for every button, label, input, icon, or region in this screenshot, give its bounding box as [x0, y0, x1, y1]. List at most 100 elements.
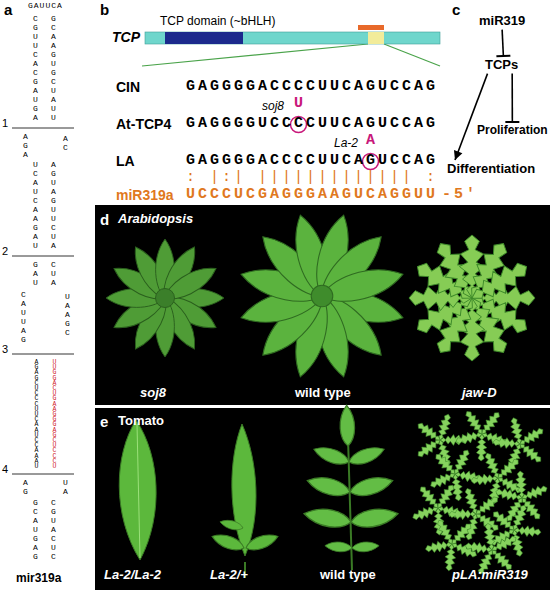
la2-homozygous-leaf-part: [119, 420, 156, 560]
gene-name: At-TCP4: [116, 116, 171, 132]
panel-letter: b: [100, 2, 109, 17]
pathway-term: miR319: [478, 12, 526, 30]
mutated-base: C: [294, 116, 306, 132]
soj8-rosette-part: [156, 289, 175, 308]
wild-type-compound-leaf-part: [324, 541, 352, 553]
pathway-term: Differentiation: [446, 160, 536, 178]
gene-name: LA: [116, 153, 135, 169]
target-sequence: UCCAG: [378, 153, 438, 169]
la2-homozygous-leaf-part: [137, 424, 140, 558]
gene-name: CIN: [116, 79, 140, 95]
pathway-term-text: miR319: [479, 13, 525, 29]
allele-name: La-2: [334, 137, 358, 149]
inhibition-connector: [496, 30, 510, 57]
photo-backgrounds-part: [95, 205, 550, 405]
panel-letter: e: [100, 414, 108, 429]
plant-label: La-2/+: [210, 568, 248, 581]
wild-type-compound-leaf-part: [352, 541, 380, 553]
panel-letter: a: [4, 2, 12, 17]
loop-sequence: AC: [62, 134, 69, 152]
loop-sequence: AG: [22, 478, 29, 496]
jaw-d-rosette: [409, 235, 535, 361]
species-name: Tomato: [118, 414, 164, 427]
gene-name: TCP: [112, 30, 140, 44]
pathway-term: TCPs: [484, 56, 519, 74]
mir319-overexpression-leaf: [407, 400, 550, 589]
callout-number: 3: [2, 344, 8, 355]
inhibition-connector: [505, 74, 519, 122]
wild-type-compound-leaf-part: [347, 443, 387, 468]
mutated-base: G: [366, 153, 378, 169]
callout-number: 2: [2, 246, 8, 257]
pathway-term-text: Proliferation: [477, 123, 548, 137]
plant-label: jaw-D: [462, 386, 497, 399]
substituted-base: A: [366, 133, 378, 149]
activation-connector: [454, 74, 488, 160]
stem-sequence: GCAAGUGCUAUU: [50, 14, 57, 122]
loop-sequence: UAAGC: [64, 292, 71, 337]
la2-homozygous-leaf: [119, 420, 156, 560]
arrow-head: [454, 150, 462, 160]
la2-heterozygous-leaf: [210, 424, 280, 578]
connector-line: [502, 30, 503, 56]
jaw-d-rosette-part: [466, 256, 533, 309]
connector-line: [511, 74, 513, 122]
wild-type-compound-leaf-part: [303, 505, 353, 530]
hairpin-markers-part: [12, 474, 74, 475]
wild-type-compound-leaf-part: [305, 473, 352, 500]
panel-letter: d: [100, 212, 109, 227]
stem-sequence: CUA: [50, 260, 57, 287]
la2-heterozygous-leaf-part: [210, 531, 246, 554]
wild-type-compound-leaf-part: [348, 473, 395, 500]
target-sequence: GAGGGGACCCCUUCAGUCCAG: [186, 79, 438, 95]
stem-sequence: AGAGCUCCCUUCAAUCCAAAU: [33, 360, 40, 469]
wild-type-rosette-part: [311, 285, 333, 307]
gene-model-part: [142, 44, 368, 66]
hairpin-name: mir319a: [16, 572, 61, 584]
mature-mirna-sequence: UUGGACUGAAGGGAGCUCCCU: [51, 360, 58, 469]
wild-type-compound-leaf: [303, 405, 400, 570]
la2-heterozygous-leaf-part: [232, 424, 256, 556]
loop-sequence: AGA: [22, 132, 29, 159]
loop-sequence: CAUUAG: [20, 290, 27, 344]
inhibition-head: [505, 121, 519, 123]
plant-label: wild type: [320, 568, 376, 581]
stem-sequence: CGUUCACGAUGA: [32, 14, 39, 122]
plant-label: pLA:miR319: [452, 568, 528, 581]
callout-number: 1: [2, 118, 8, 129]
gene-model-part: [368, 32, 384, 44]
species-name: Arabidopsis: [118, 212, 193, 225]
stem-sequence: AGUAGUUCUA: [50, 160, 57, 250]
substituted-base: U: [294, 96, 306, 112]
pathway-term: Proliferation: [476, 122, 549, 138]
mirna-sequence: UCCCUCGAGGGAAGUCAGGUU: [186, 187, 438, 203]
domain-label: TCP domain (~bHLH): [160, 15, 276, 27]
mir319-overexpression-leaf-part: [449, 400, 517, 469]
mirna-name: miR319a: [116, 187, 174, 203]
wild-type-compound-leaf-part: [350, 505, 400, 530]
wild-type-compound-leaf-part: [312, 443, 352, 468]
gene-model-part: [358, 25, 384, 30]
pathway-term-text: Differentiation: [447, 161, 535, 177]
hairpin-markers-part: [12, 256, 74, 257]
plant-label: wild type: [295, 386, 351, 399]
stem-sequence: CGUACUC: [50, 498, 57, 561]
target-sequence: GAGGGGUCC: [186, 116, 294, 132]
photo-backgrounds: [95, 205, 550, 590]
mir319-overexpression-leaf-part: [426, 443, 487, 506]
callout-number: 4: [2, 464, 8, 475]
gene-model-part: [384, 44, 440, 66]
gene-model-part: [165, 32, 243, 44]
pairing-marks: : |:| ||||||||||||| :: [186, 170, 438, 186]
wild-type-compound-leaf-part: [339, 405, 355, 446]
allele-name: soj8: [262, 100, 284, 112]
stem-sequence: UCAUCAAGAU: [32, 160, 39, 250]
hairpin-markers-part: [12, 128, 74, 129]
la2-heterozygous-leaf-part: [244, 531, 280, 554]
soj8-rosette: [106, 239, 224, 357]
la2-heterozygous-leaf-part: [219, 518, 244, 532]
loop-sequence: GAUUCA: [28, 2, 63, 10]
hairpin-markers-part: [12, 354, 74, 355]
pathway-term-text: TCPs: [485, 57, 518, 73]
